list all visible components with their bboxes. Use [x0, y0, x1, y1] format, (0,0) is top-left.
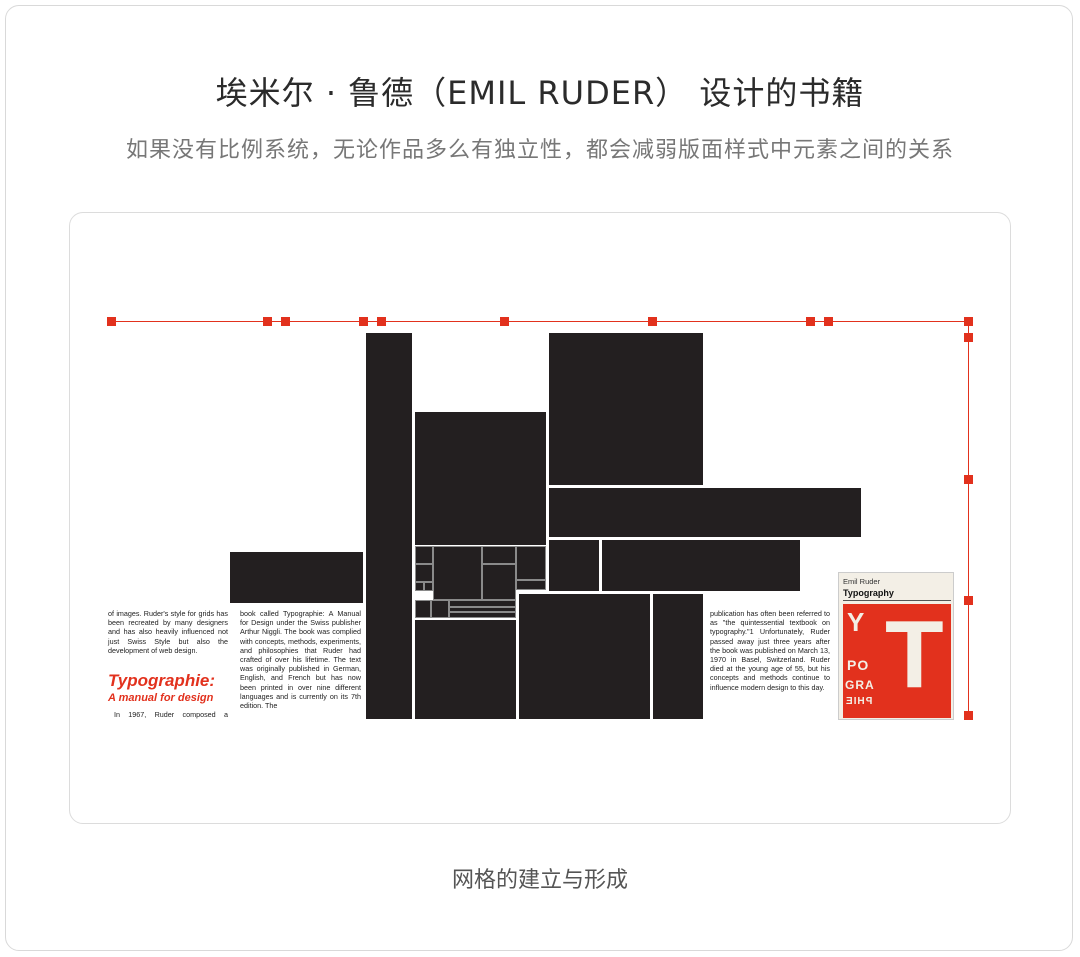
- cover-letters-gra: GRA: [845, 678, 875, 692]
- grid-block: [519, 594, 650, 719]
- figure-caption: 网格的建立与形成: [451, 868, 628, 893]
- grid-cell: [415, 564, 433, 582]
- cover-red-panel: [843, 604, 951, 718]
- page-title: 埃米尔 · 鲁德（EMIL RUDER） 设计的书籍: [215, 74, 865, 112]
- cover-author: Emil Ruder: [843, 577, 881, 586]
- grid-marker: [107, 317, 116, 326]
- heading-typographie: Typographie:: [108, 671, 216, 690]
- grid-cell: [431, 600, 449, 618]
- cover-divider: [843, 600, 951, 601]
- cover-title: Typography: [843, 588, 894, 598]
- grid-cell: [424, 582, 433, 591]
- grid-cell: [449, 600, 516, 607]
- grid-marker: [281, 317, 290, 326]
- grid-measure-horizontal-line: [112, 321, 968, 322]
- grid-block: [653, 594, 703, 719]
- cover-letter-y: Y: [847, 607, 865, 637]
- grid-cell: [482, 564, 516, 600]
- grid-marker: [648, 317, 657, 326]
- grid-marker: [500, 317, 509, 326]
- cover-letters-phie: PHIE: [845, 696, 873, 707]
- grid-block: [230, 552, 363, 603]
- grid-marker: [806, 317, 815, 326]
- text-column-1: of images. Ruder's style for grids has b…: [108, 609, 228, 655]
- grid-marker: [964, 711, 973, 720]
- grid-block: [602, 540, 800, 591]
- cover-big-letter: T: [885, 601, 944, 708]
- grid-cell: [415, 546, 433, 564]
- heading-manual-for-design: A manual for design: [108, 692, 214, 704]
- grid-cell: [516, 546, 546, 580]
- grid-cell: [415, 600, 431, 618]
- grid-block: [549, 540, 599, 591]
- text-column-1-end: In 1967, Ruder composed a: [114, 710, 228, 719]
- grid-marker: [359, 317, 368, 326]
- grid-block: [415, 412, 546, 545]
- grid-marker: [964, 475, 973, 484]
- grid-cell: [449, 612, 516, 618]
- text-column-3: publication has often been referred to a…: [710, 609, 830, 692]
- grid-marker: [964, 596, 973, 605]
- grid-cell: [516, 580, 546, 590]
- grid-marker: [377, 317, 386, 326]
- grid-block: [549, 333, 703, 485]
- grid-block: [549, 488, 861, 537]
- grid-cell: [433, 546, 482, 600]
- grid-measure-vertical-line: [968, 326, 969, 718]
- grid-cell: [482, 546, 516, 564]
- grid-marker: [964, 333, 973, 342]
- cover-letters-po: PO: [847, 657, 870, 673]
- grid-marker: [964, 317, 973, 326]
- grid-block: [415, 620, 516, 719]
- page-subtitle: 如果没有比例系统，无论作品多么有独立性，都会减弱版面样式中元素之间的关系: [125, 138, 954, 163]
- grid-cell: [415, 582, 424, 591]
- grid-marker: [824, 317, 833, 326]
- grid-block: [366, 333, 412, 719]
- text-column-2: book called Typographie: A Manual for De…: [240, 609, 361, 711]
- book-cover-image: Emil Ruder Typography T Y PO GRA PHIE: [838, 572, 954, 720]
- grid-marker: [263, 317, 272, 326]
- grid-cell: [449, 607, 516, 612]
